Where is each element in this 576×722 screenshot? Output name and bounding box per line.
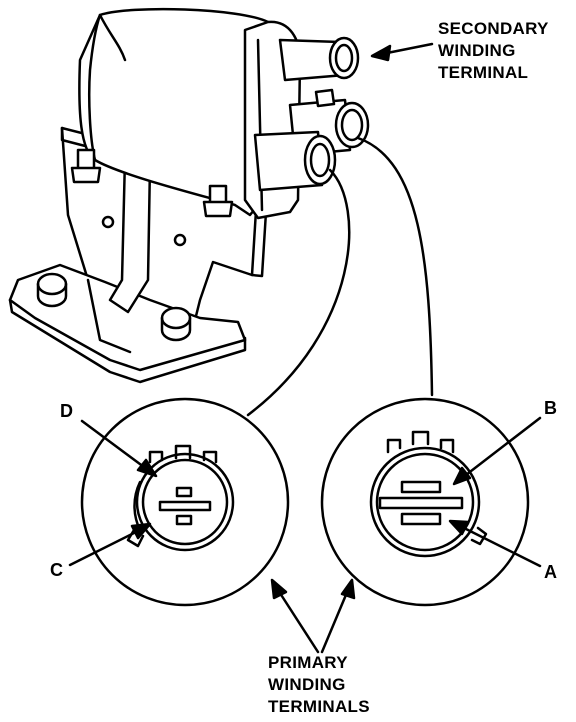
terminal-view-right — [320, 397, 530, 607]
callout-d-arrow — [80, 419, 158, 478]
primary-label-line-3: TERMINALS — [268, 697, 370, 716]
primary-arrow-left — [270, 578, 320, 654]
secondary-label-line-1: SECONDARY — [438, 19, 549, 38]
secondary-terminal-tower — [278, 36, 360, 82]
secondary-label-line-2: WINDING — [438, 41, 516, 60]
primary-arrow-right — [320, 578, 356, 654]
callout-c-arrow — [68, 522, 152, 567]
secondary-arrow — [370, 42, 434, 62]
clamp-screw — [202, 184, 234, 218]
primary-connectors — [253, 88, 370, 192]
clamp-screw — [70, 148, 102, 184]
callout-a-arrow — [448, 519, 542, 568]
terminal-b-label: B — [544, 398, 558, 418]
secondary-label-line-3: TERMINAL — [438, 63, 529, 82]
leader-line-right — [356, 136, 434, 397]
callout-b-arrow — [452, 416, 542, 486]
terminal-d-label: D — [60, 401, 74, 421]
primary-label-line-2: WINDING — [268, 675, 346, 694]
terminal-a-label: A — [544, 562, 558, 582]
terminal-view-left — [80, 397, 290, 607]
primary-label-line-1: PRIMARY — [268, 653, 348, 672]
primary-winding-terminals-label: PRIMARY WINDING TERMINALS — [268, 652, 370, 718]
leader-line-left — [246, 168, 351, 417]
secondary-winding-terminal-label: SECONDARY WINDING TERMINAL — [438, 18, 549, 84]
terminal-c-label: C — [50, 560, 64, 580]
